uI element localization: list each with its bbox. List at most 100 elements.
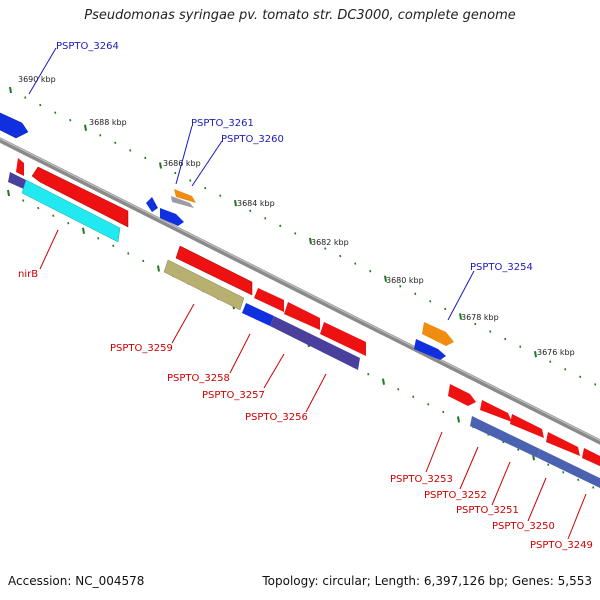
inner-tick-mark bbox=[52, 214, 55, 217]
inner-tick-mark bbox=[157, 265, 160, 272]
operon-PSPTO_3259-khaki[interactable] bbox=[163, 259, 245, 311]
outer-tick-mark bbox=[459, 313, 462, 320]
inner-tick-mark bbox=[442, 410, 445, 414]
genome-backbone bbox=[0, 137, 600, 445]
outer-tick-mark bbox=[489, 330, 492, 333]
tick-label-3682: 3682 kbp bbox=[311, 238, 349, 247]
label-PSPTO_3257: PSPTO_3257 bbox=[202, 390, 265, 401]
label-PSPTO_3254: PSPTO_3254 bbox=[470, 262, 533, 273]
inner-tick-mark bbox=[97, 237, 100, 240]
gene-PSPTO_3254[interactable] bbox=[414, 322, 454, 360]
operon-nirB-cyan[interactable] bbox=[21, 179, 121, 243]
outer-tick-mark bbox=[84, 124, 87, 131]
tick-label-3684: 3684 kbp bbox=[237, 199, 275, 208]
inner-tick-mark bbox=[427, 403, 430, 406]
outer-tick-mark bbox=[414, 292, 417, 296]
label-PSPTO_3250: PSPTO_3250 bbox=[492, 521, 555, 532]
outer-tick-mark bbox=[204, 186, 207, 190]
outer-tick-mark bbox=[264, 217, 267, 220]
label-nirB: nirB bbox=[18, 269, 38, 280]
outer-tick-mark bbox=[369, 269, 372, 273]
label-PSPTO_3249: PSPTO_3249 bbox=[530, 540, 593, 551]
label-PSPTO_3253: PSPTO_3253 bbox=[390, 474, 453, 485]
outer-tick-mark bbox=[564, 368, 567, 371]
gene-PSPTO_3249[interactable] bbox=[582, 448, 600, 468]
outer-tick-mark bbox=[339, 254, 342, 258]
outer-tick-mark bbox=[579, 375, 582, 379]
operon-nirB-violet[interactable] bbox=[8, 172, 26, 190]
outer-tick-mark bbox=[24, 96, 27, 99]
gene-PSPTO_3258[interactable] bbox=[254, 288, 284, 312]
outer-tick-mark bbox=[279, 224, 282, 228]
outer-tick-mark bbox=[384, 275, 387, 282]
outer-tick-mark bbox=[234, 200, 237, 207]
label-PSPTO_3261: PSPTO_3261 bbox=[191, 118, 254, 129]
gene-PSPTO_3261[interactable] bbox=[160, 208, 184, 226]
label-PSPTO_3256: PSPTO_3256 bbox=[245, 412, 308, 423]
inner-tick-mark bbox=[127, 252, 130, 255]
outer-tick-mark bbox=[444, 307, 447, 311]
outer-tick-mark bbox=[9, 86, 12, 94]
gene-PSPTO_3250[interactable] bbox=[546, 432, 580, 456]
inner-tick-mark bbox=[592, 486, 595, 489]
inner-tick-mark bbox=[22, 199, 25, 202]
inner-tick-mark bbox=[517, 448, 520, 451]
gene-labels: PSPTO_3264 PSPTO_3261 PSPTO_3260 PSPTO_3… bbox=[18, 41, 593, 551]
operon-PSPTO_3257-violet[interactable] bbox=[270, 316, 360, 370]
outer-tick-mark bbox=[39, 103, 42, 107]
inner-tick-mark bbox=[7, 189, 10, 197]
outer-tick-mark bbox=[249, 209, 252, 212]
outer-tick-mark bbox=[594, 383, 597, 386]
label-PSPTO_3259: PSPTO_3259 bbox=[110, 343, 173, 354]
inner-tick-mark bbox=[142, 259, 145, 263]
tick-label-3680: 3680 kbp bbox=[386, 276, 424, 285]
gene-PSPTO_3259[interactable] bbox=[175, 245, 253, 296]
outer-tick-mark bbox=[399, 285, 402, 288]
outer-tick-mark bbox=[549, 360, 552, 363]
inner-tick-mark bbox=[577, 478, 580, 482]
outer-tick-mark bbox=[54, 111, 57, 114]
gene-PSPTO_3252[interactable] bbox=[480, 400, 512, 422]
gene-PSPTO_3256[interactable] bbox=[320, 322, 366, 356]
outer-tick-mark bbox=[69, 118, 72, 122]
minus-strand-genes bbox=[8, 158, 600, 490]
inner-tick-mark bbox=[457, 416, 460, 423]
gene-PSPTO_3264[interactable] bbox=[0, 112, 29, 139]
genome-title: Pseudomonas syringae pv. tomato str. DC3… bbox=[84, 8, 516, 23]
tick-label-3678: 3678 kbp bbox=[461, 313, 499, 322]
gene-PSPTO_3257[interactable] bbox=[284, 302, 320, 330]
outer-tick-mark bbox=[99, 134, 102, 137]
operon-PSPTO_3250-violet[interactable] bbox=[538, 449, 600, 490]
label-PSPTO_3251: PSPTO_3251 bbox=[456, 505, 519, 516]
accession-text: Accession: NC_004578 bbox=[8, 574, 145, 588]
gene-nirB-small[interactable] bbox=[16, 158, 24, 176]
genome-backbone-highlight bbox=[0, 137, 600, 442]
gene-PSPTO_3253[interactable] bbox=[448, 384, 476, 406]
label-PSPTO_3264: PSPTO_3264 bbox=[56, 41, 119, 52]
label-PSPTO_3252: PSPTO_3252 bbox=[424, 490, 487, 501]
inner-tick-mark bbox=[37, 206, 40, 210]
inner-tick-mark bbox=[397, 388, 400, 391]
inner-tick-mark bbox=[382, 378, 385, 385]
gene-PSPTO_3261-small[interactable] bbox=[146, 197, 158, 212]
gene-PSPTO_3260[interactable] bbox=[171, 189, 196, 208]
inner-tick-mark bbox=[112, 244, 115, 248]
outer-tick-mark bbox=[504, 337, 507, 341]
operon-PSPTO_3258-blue[interactable] bbox=[242, 303, 274, 326]
outer-tick-mark bbox=[219, 194, 222, 197]
outer-tick-track bbox=[9, 86, 597, 386]
outer-tick-mark bbox=[354, 262, 357, 265]
inner-tick-mark bbox=[412, 395, 415, 399]
operon-PSPTO_3252-violet[interactable] bbox=[470, 416, 540, 458]
outer-tick-mark bbox=[174, 171, 177, 175]
gene-PSPTO_3251[interactable] bbox=[510, 414, 544, 438]
gene-nirB[interactable] bbox=[31, 166, 129, 228]
genome-summary-text: Topology: circular; Length: 6,397,126 bp… bbox=[262, 574, 592, 588]
inner-tick-mark bbox=[547, 463, 550, 466]
outer-tick-mark bbox=[519, 345, 522, 348]
outer-tick-mark bbox=[159, 162, 162, 169]
tick-label-3690: 3690 kbp bbox=[18, 75, 56, 84]
outer-tick-mark bbox=[114, 141, 117, 145]
outer-tick-mark bbox=[189, 179, 192, 182]
